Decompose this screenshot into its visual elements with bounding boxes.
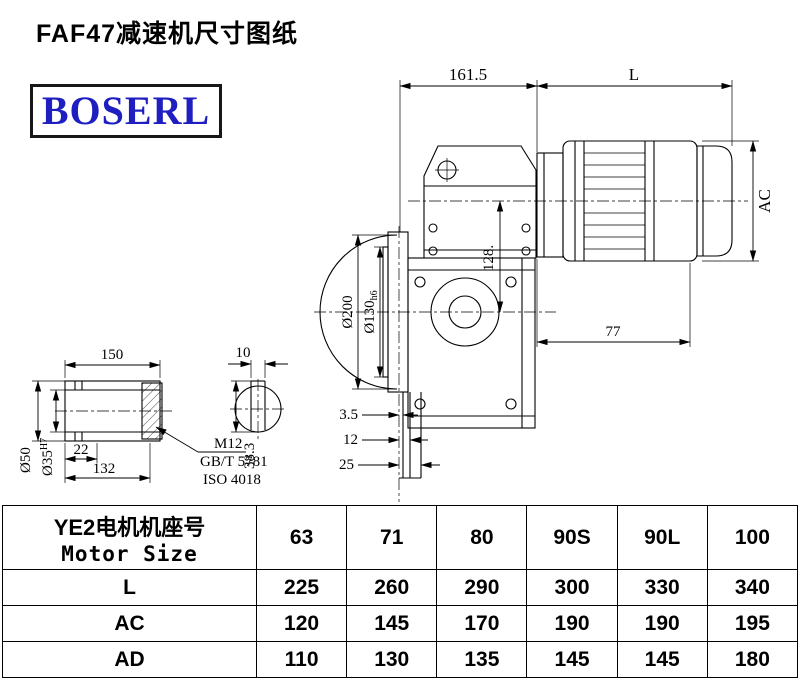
table-cell: 225: [255, 569, 348, 606]
table-cell: 330: [616, 569, 708, 606]
drawing-canvas: 161.5 L AC Ø200 Ø130h6 128. 77 150 10 Ø5…: [18, 65, 774, 502]
table-cell: 130: [346, 641, 438, 678]
motor-outline: [536, 140, 733, 262]
table-cell: 260: [346, 569, 438, 606]
dim-key-width: 10: [236, 345, 251, 361]
dim-key-length: 22: [74, 442, 89, 458]
motor-size-header-cell: YE2电机机座号 Motor Size: [2, 505, 257, 570]
table-row: AC 120 145 170 190 190 195: [2, 605, 799, 642]
dim-center-height: 128.: [481, 245, 497, 271]
dim-motor-length: L: [629, 65, 639, 84]
motor-fins: [584, 152, 645, 250]
dimension-labels: 161.5 L AC Ø200 Ø130h6 128. 77 150 10 Ø5…: [18, 65, 774, 488]
table-cell: 110: [255, 641, 348, 678]
table-cell: 190: [526, 605, 618, 642]
table-row: AD 110 130 135 145 145 180: [2, 641, 799, 678]
size-col-header: 90S: [526, 505, 618, 570]
table-cell: 195: [706, 605, 799, 642]
centerlines: [55, 200, 748, 502]
motor-dimension-table: YE2电机机座号 Motor Size 63 71 80 90S 90L 100…: [2, 505, 799, 678]
dim-rear-length: 77: [606, 324, 622, 340]
dim-bore-dia: Ø35H7: [39, 438, 56, 476]
dim-offset-3: 25: [339, 457, 354, 473]
hollow-shaft-section: [64, 380, 163, 442]
brand-logo-box: BOSERL: [30, 84, 222, 138]
dimension-lines: [34, 82, 757, 482]
table-cell: 120: [255, 605, 348, 642]
row-label: AD: [2, 641, 257, 678]
brand-logo-text: BOSERL: [41, 88, 211, 133]
dim-offset-2: 12: [343, 432, 358, 448]
motor-size-label-cn: YE2电机机座号: [53, 514, 206, 540]
table-header-row: YE2电机机座号 Motor Size 63 71 80 90S 90L 100: [2, 505, 799, 570]
dim-top-width: 161.5: [449, 65, 487, 84]
row-label: L: [2, 569, 257, 606]
dim-shaft-od: Ø50: [18, 447, 34, 473]
table-cell: 145: [346, 605, 438, 642]
note-bolt-standard: GB/T 5781: [200, 454, 268, 470]
note-washer-standard: ISO 4018: [203, 472, 261, 488]
table-cell: 170: [436, 605, 528, 642]
table-cell: 290: [436, 569, 528, 606]
row-label: AC: [2, 605, 257, 642]
dim-motor-ac: AC: [755, 189, 774, 213]
gearbox-outline: [407, 145, 537, 429]
dim-shaft-length: 150: [101, 347, 124, 363]
table-cell: 145: [526, 641, 618, 678]
dim-hub-length: 132: [93, 461, 116, 477]
lifting-hole-icon: [435, 158, 459, 182]
size-col-header: 90L: [616, 505, 708, 570]
size-col-header: 80: [436, 505, 528, 570]
dim-spigot-dia: Ø130h6: [362, 290, 380, 333]
flange-outline: [319, 231, 422, 479]
size-col-header: 100: [706, 505, 799, 570]
table-cell: 180: [706, 641, 799, 678]
table-row: L 225 260 290 300 330 340: [2, 569, 799, 606]
dim-flange-dia: Ø200: [340, 295, 356, 328]
page-title: FAF47减速机尺寸图纸: [36, 20, 299, 48]
motor-size-label-en: Motor Size: [61, 541, 198, 566]
dim-keyway-depth: 38.3: [242, 443, 258, 469]
size-col-header: 71: [346, 505, 438, 570]
table-cell: 145: [616, 641, 708, 678]
dim-offset-1: 3.5: [339, 407, 358, 423]
table-cell: 135: [436, 641, 528, 678]
table-cell: 340: [706, 569, 799, 606]
table-cell: 190: [616, 605, 708, 642]
note-bolt: M12: [214, 436, 242, 452]
size-col-header: 63: [255, 505, 348, 570]
table-cell: 300: [526, 569, 618, 606]
